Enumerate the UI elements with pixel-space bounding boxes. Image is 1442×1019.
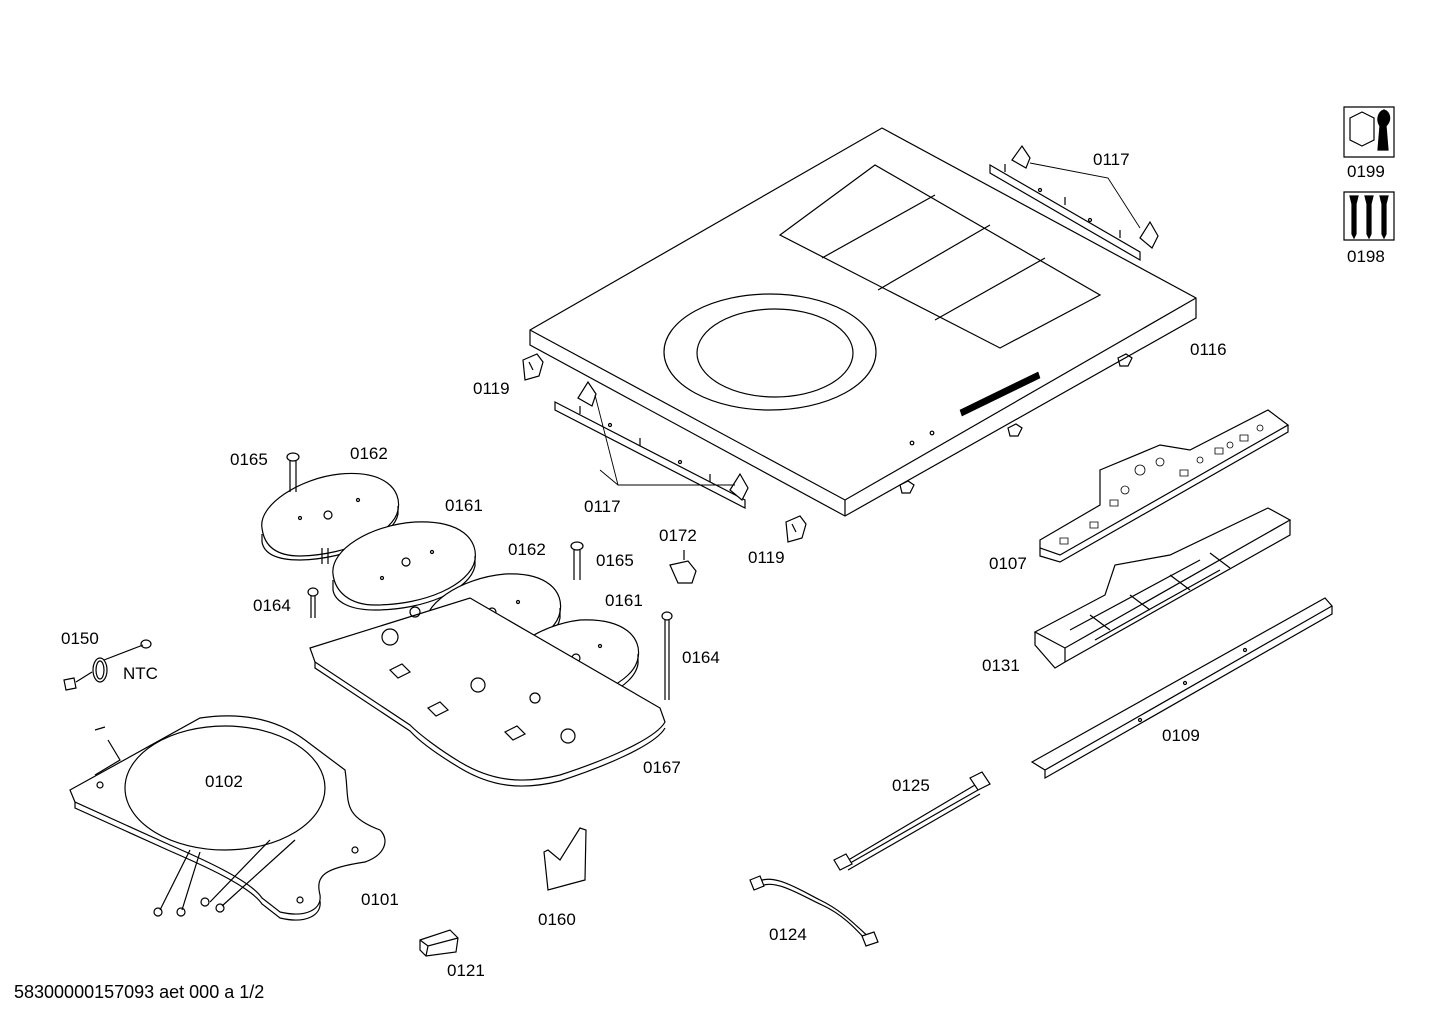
screws-icon[interactable] [1344, 192, 1394, 240]
ntc-sensor-0150[interactable] [64, 640, 151, 690]
label-0116: 0116 [1190, 340, 1227, 359]
label-ntc: NTC [123, 664, 158, 683]
screw-0165-a[interactable] [287, 453, 299, 492]
cable-0125[interactable] [834, 772, 990, 870]
label-0161-b: 0161 [605, 591, 643, 610]
label-0125: 0125 [892, 776, 930, 795]
housing-0131[interactable] [1035, 508, 1290, 668]
label-0165-a: 0165 [230, 450, 268, 469]
label-0101: 0101 [361, 890, 399, 909]
shield-plate-0160[interactable] [544, 828, 586, 890]
profile-rail-0109[interactable] [1032, 598, 1332, 778]
clip-0119-left[interactable] [523, 354, 543, 380]
label-0160: 0160 [538, 910, 576, 929]
bracket-0117-front[interactable] [555, 382, 748, 508]
cable-0124[interactable] [750, 876, 878, 946]
label-0107: 0107 [989, 554, 1027, 573]
document-id-footer: 58300000157093 aet 000 a 1/2 [14, 982, 265, 1002]
label-0119-right: 0119 [748, 548, 785, 567]
wrench-nut-icon[interactable] [1344, 107, 1394, 157]
label-0162-a: 0162 [350, 444, 388, 463]
pin-0164-b[interactable] [662, 612, 672, 700]
label-0121: 0121 [447, 961, 485, 980]
bracket-0117-rear[interactable] [990, 146, 1158, 260]
label-0165-b: 0165 [596, 551, 634, 570]
bracket-0172[interactable] [670, 550, 696, 583]
label-0164-a: 0164 [253, 596, 291, 615]
label-0117-front: 0117 [584, 497, 621, 516]
label-0172: 0172 [659, 526, 697, 545]
label-0109: 0109 [1162, 726, 1200, 745]
cooktop-glass-0116[interactable] [530, 128, 1196, 516]
label-0167: 0167 [643, 758, 681, 777]
clip-0119-right[interactable] [786, 516, 806, 542]
label-0119-left: 0119 [473, 379, 510, 398]
label-0164-b: 0164 [682, 648, 720, 667]
label-0162-b: 0162 [508, 540, 546, 559]
label-0161-a: 0161 [445, 496, 483, 515]
terminal-block-0121[interactable] [420, 930, 458, 956]
label-0102: 0102 [205, 772, 243, 791]
label-0199: 0199 [1347, 162, 1385, 181]
pin-0164-a[interactable] [308, 588, 318, 618]
control-board-0107[interactable] [1040, 410, 1288, 562]
support-plate-0167[interactable] [310, 598, 665, 786]
label-0117-rear: 0117 [1093, 150, 1130, 169]
label-0150: 0150 [61, 629, 99, 648]
coil-0161-a[interactable] [333, 522, 476, 610]
coil-wires-0102[interactable] [154, 840, 295, 916]
screw-0165-b[interactable] [571, 542, 583, 580]
label-0198: 0198 [1347, 247, 1385, 266]
base-insulation-0101[interactable] [70, 716, 385, 920]
label-0131: 0131 [982, 656, 1020, 675]
label-0124: 0124 [769, 925, 807, 944]
